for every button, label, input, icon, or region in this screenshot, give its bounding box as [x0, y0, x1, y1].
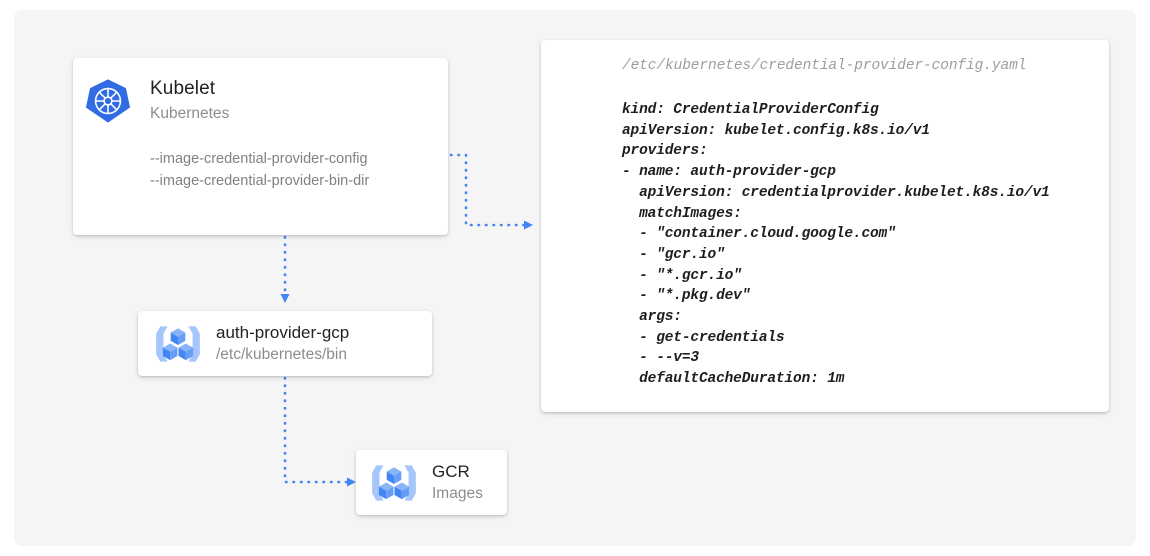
auth-provider-gcp-title: auth-provider-gcp	[216, 323, 350, 342]
kubelet-flag-image-credential-provider-config: --image-credential-provider-config	[150, 151, 368, 167]
auth-provider-gcp-subtitle: /etc/kubernetes/bin	[216, 346, 347, 363]
node-gcr-card[interactable]	[356, 450, 507, 515]
kubelet-flag-image-credential-provider-bin-dir: --image-credential-provider-bin-dir	[150, 173, 370, 189]
code-filename: /etc/kubernetes/credential-provider-conf…	[622, 58, 1027, 74]
code-body: kind: CredentialProviderConfig apiVersio…	[622, 102, 1050, 388]
gcr-title: GCR	[432, 462, 470, 481]
kubelet-title: Kubelet	[150, 78, 216, 99]
kubelet-subtitle: Kubernetes	[150, 105, 230, 122]
gcp-container-registry-icon	[372, 465, 416, 501]
gcp-container-registry-icon	[156, 326, 200, 362]
node-auth-provider-gcp-card[interactable]	[138, 311, 432, 376]
kubernetes-icon	[85, 79, 131, 123]
gcr-subtitle: Images	[432, 485, 483, 502]
credential-provider-config-card[interactable]	[541, 40, 1109, 412]
node-kubelet-card[interactable]	[73, 58, 448, 235]
